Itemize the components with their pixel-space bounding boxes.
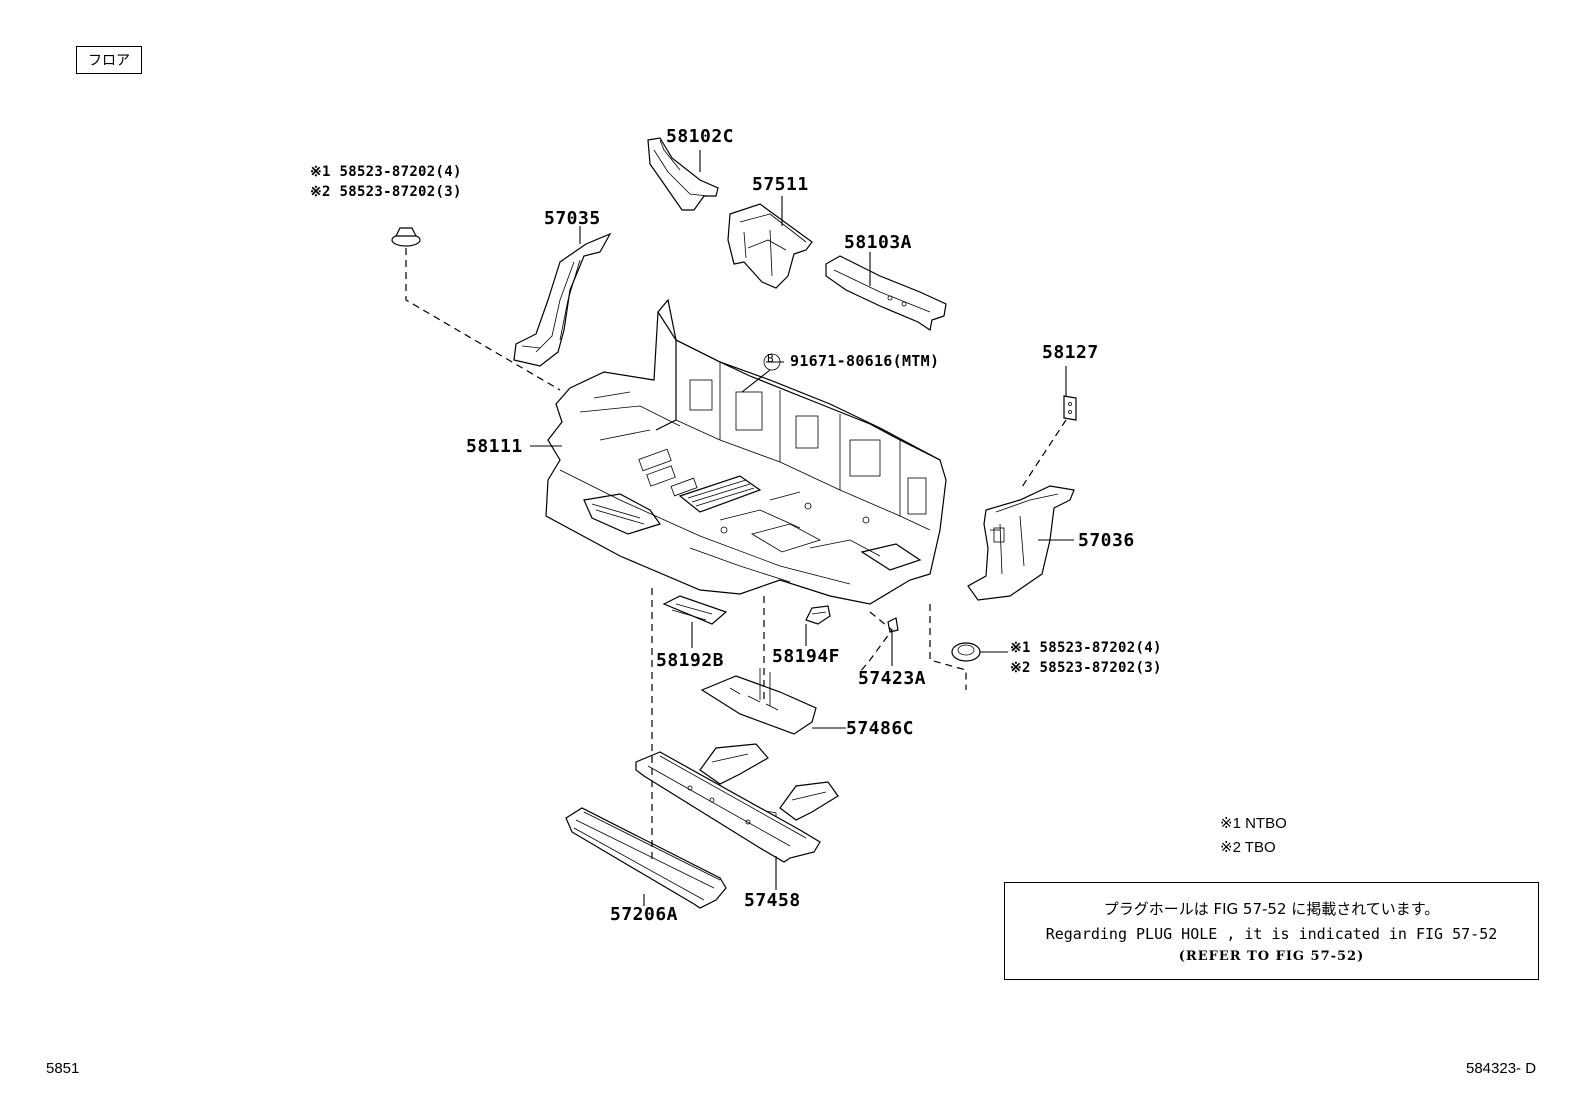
plug-hole-info-box: プラグホールは FIG 57-52 に掲載されています。 Regarding P…: [1004, 882, 1539, 980]
plug-right-note-2: ※2 58523-87202(3): [1010, 660, 1162, 676]
footer-left-code: 5851: [46, 1060, 80, 1077]
part-57036-drawing: [967, 485, 1075, 601]
part-57511-drawing: [727, 203, 813, 289]
label-58194f: 58194F: [772, 646, 841, 667]
label-57036: 57036: [1078, 530, 1135, 551]
legend-item-1: ※1 NTBO: [1220, 815, 1287, 832]
info-line-en: Regarding PLUG HOLE , it is indicated in…: [1045, 925, 1498, 943]
label-57458: 57458: [744, 890, 801, 911]
label-58102c: 58102C: [666, 126, 735, 147]
info-line-refer: (REFER TO FIG 57-52): [1178, 949, 1365, 964]
part-57423a-drawing: [887, 617, 899, 633]
bolt-ref-marker: B: [767, 352, 775, 365]
plug-cap-right-drawing: [951, 642, 981, 662]
plug-top-note-1: ※1 58523-87202(4): [310, 164, 462, 180]
part-57035-drawing: [513, 232, 612, 367]
part-58194f-drawing: [805, 605, 831, 625]
label-57486c: 57486C: [846, 718, 915, 739]
plug-top-note-2: ※2 58523-87202(3): [310, 184, 462, 200]
plug-right-note-1: ※1 58523-87202(4): [1010, 640, 1162, 656]
footer-right-code: 584323- D: [1466, 1060, 1537, 1077]
bolt-ref-label: 91671-80616(MTM): [790, 352, 940, 370]
label-58111: 58111: [466, 436, 523, 457]
label-57511: 57511: [752, 174, 809, 195]
part-58111-drawing: [545, 298, 947, 605]
plug-cap-top-drawing: [391, 227, 421, 247]
label-58192b: 58192B: [656, 650, 725, 671]
label-57035: 57035: [544, 208, 601, 229]
part-58103a-drawing: [825, 255, 947, 331]
part-58127-drawing: [1063, 395, 1077, 421]
part-57206a-drawing: [565, 807, 727, 909]
label-58127: 58127: [1042, 342, 1099, 363]
part-57458-drawing: [635, 743, 839, 863]
part-58102c-drawing: [647, 137, 719, 211]
section-tag: フロア: [76, 46, 142, 74]
label-57206a: 57206A: [610, 904, 679, 925]
info-line-jp: プラグホールは FIG 57-52 に掲載されています。: [1103, 900, 1440, 918]
part-58192b-drawing: [662, 595, 728, 625]
legend-item-2: ※2 TBO: [1220, 839, 1276, 856]
label-58103a: 58103A: [844, 232, 913, 253]
label-57423a: 57423A: [858, 668, 927, 689]
